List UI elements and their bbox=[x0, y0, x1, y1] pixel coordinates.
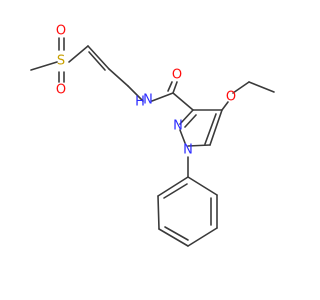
bond-methyl-s bbox=[30, 61, 58, 71]
bond-n-carbonyl bbox=[151, 92, 174, 102]
bond-ch2-ch3 bbox=[248, 81, 275, 93]
bond-o-ch2 bbox=[232, 81, 250, 94]
bond-vinyl-double-inner bbox=[88, 51, 106, 71]
bond-ph-1-2 bbox=[157, 176, 189, 197]
atom-o-sulfonyl-top: O bbox=[56, 24, 66, 39]
bond-ph-inner-1 bbox=[163, 183, 188, 199]
atom-labels: S O O N H O O N N bbox=[56, 24, 236, 158]
bond-ph-6-1 bbox=[187, 176, 218, 196]
bond-c4-o-ether bbox=[221, 101, 229, 111]
bond-vinyl-double bbox=[87, 45, 110, 70]
bond-ph-2-3 bbox=[157, 195, 160, 230]
atom-n2: N bbox=[173, 119, 183, 134]
bond-ph-inner-2 bbox=[164, 226, 189, 241]
bond-carbonyl-o bbox=[172, 81, 178, 94]
bond-ring-c5-n1 bbox=[187, 144, 211, 147]
bond-ring-c4-c5-inner bbox=[204, 113, 217, 145]
bond-ring-n1-n2 bbox=[179, 129, 186, 144]
bond-ring-c4-c5 bbox=[209, 109, 223, 146]
bond-vinyl-ch2 bbox=[108, 68, 129, 87]
atom-n1: N bbox=[183, 143, 193, 158]
bond-ring-n2-c3 bbox=[179, 109, 194, 125]
bond-ph-4-5 bbox=[187, 227, 218, 247]
atom-o-carbonyl: O bbox=[172, 68, 182, 83]
atom-o-sulfonyl-bottom: O bbox=[56, 83, 66, 98]
atom-o-ether: O bbox=[226, 90, 236, 105]
bond-ch2-n bbox=[127, 85, 144, 102]
bond-ph-3-4 bbox=[158, 228, 189, 247]
atom-s: S bbox=[57, 54, 65, 69]
atom-h-amide: H bbox=[135, 95, 145, 110]
bond-s-vinyl bbox=[68, 45, 89, 63]
bond-carbonyl-o-double bbox=[167, 81, 173, 92]
bond-ring-n2-c3-inner bbox=[184, 114, 197, 128]
molecule-diagram: S O O N H O O N N bbox=[30, 24, 275, 247]
bonds bbox=[30, 37, 275, 247]
atom-n-amide: N bbox=[143, 93, 153, 108]
bond-carbonyl-ring bbox=[172, 92, 194, 111]
